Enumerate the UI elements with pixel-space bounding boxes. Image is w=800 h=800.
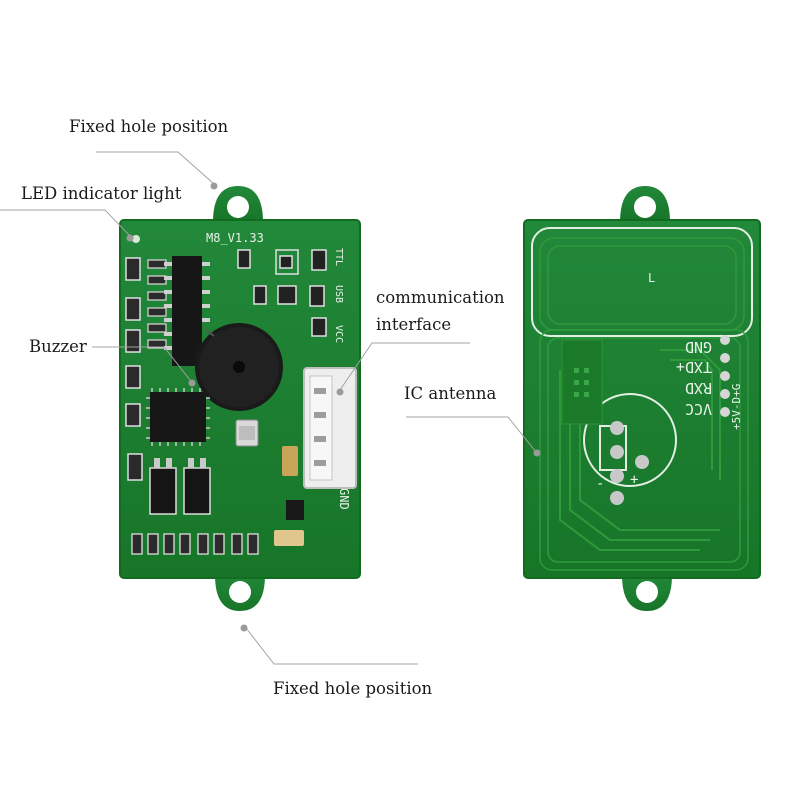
- buzzer-solder-pads: - +: [596, 421, 649, 505]
- silk-minus: -: [596, 476, 604, 492]
- led-indicator: [132, 235, 140, 243]
- callout-ic-antenna: IC antenna: [404, 384, 497, 403]
- back-mount-hole-top: [634, 196, 656, 218]
- silk-ttl: TTL: [333, 248, 344, 266]
- power-transistors: [149, 458, 211, 515]
- pin-label-rxd: RXD: [685, 379, 712, 397]
- qfp-microcontroller: [146, 388, 210, 446]
- callout-communication-interface: communication interface: [376, 284, 505, 338]
- leader-fixed-hole-bottom: [245, 627, 418, 665]
- bottom-mounting-tab: [215, 575, 265, 611]
- callout-communication-line1: communication: [376, 288, 505, 307]
- resistor-array: [147, 259, 167, 349]
- soic-chip: [164, 256, 210, 366]
- silk-gnd-front: GND: [337, 488, 351, 510]
- leader-buzzer: [92, 346, 191, 381]
- header-pads: [720, 335, 730, 417]
- leader-dots: [126, 182, 541, 632]
- bottom-passives: [131, 533, 259, 555]
- silk-usb: USB: [333, 285, 344, 303]
- pin-label-txd: TXD+: [676, 358, 712, 376]
- callout-buzzer: Buzzer: [29, 337, 87, 356]
- leader-led: [0, 209, 131, 237]
- leader-lines: [0, 151, 537, 665]
- callout-fixed-hole-bottom: Fixed hole position: [273, 679, 433, 698]
- pin-label-gnd: GND: [685, 338, 712, 356]
- back-bottom-tab: [622, 575, 672, 611]
- ic-antenna-coil: [531, 227, 753, 571]
- silk-version: M8_V1.33: [206, 231, 264, 245]
- leader-communication: [339, 342, 470, 391]
- pin-labels: GND TXD+ RXD VCC +5V-D+G: [676, 338, 743, 430]
- communication-connector: [303, 367, 357, 489]
- tantalum-capacitor: [282, 446, 298, 476]
- back-mount-hole-bottom: [636, 581, 658, 603]
- silk-vcc: VCC: [333, 325, 344, 343]
- top-mounting-tab: [213, 186, 263, 222]
- mount-hole-bottom: [229, 581, 251, 603]
- antenna-ring: [583, 393, 677, 487]
- upper-right-parts: [237, 249, 327, 337]
- ceramic-capacitor: [274, 530, 304, 546]
- front-board: M8_V1.33 TTL USB VCC GND: [119, 186, 361, 611]
- leader-ic-antenna: [406, 416, 537, 453]
- back-top-tab: [620, 186, 670, 222]
- back-traces: [559, 349, 721, 551]
- mount-hole-top: [227, 196, 249, 218]
- leader-fixed-hole-top: [96, 151, 215, 185]
- callout-communication-line2: interface: [376, 315, 452, 334]
- callout-led-indicator: LED indicator light: [21, 184, 182, 203]
- buzzer: [195, 323, 283, 411]
- pin-label-vcc: VCC: [685, 400, 712, 418]
- silk-side-marks: +5V-D+G: [730, 384, 743, 430]
- back-pad-block: [561, 339, 603, 425]
- crystal-oscillator: [235, 419, 259, 447]
- silk-coil-mark: L: [648, 271, 655, 285]
- callout-fixed-hole-top: Fixed hole position: [69, 117, 229, 136]
- silk-plus: +: [630, 472, 638, 488]
- voltage-regulator: [286, 500, 304, 520]
- back-board: L GND: [523, 186, 761, 611]
